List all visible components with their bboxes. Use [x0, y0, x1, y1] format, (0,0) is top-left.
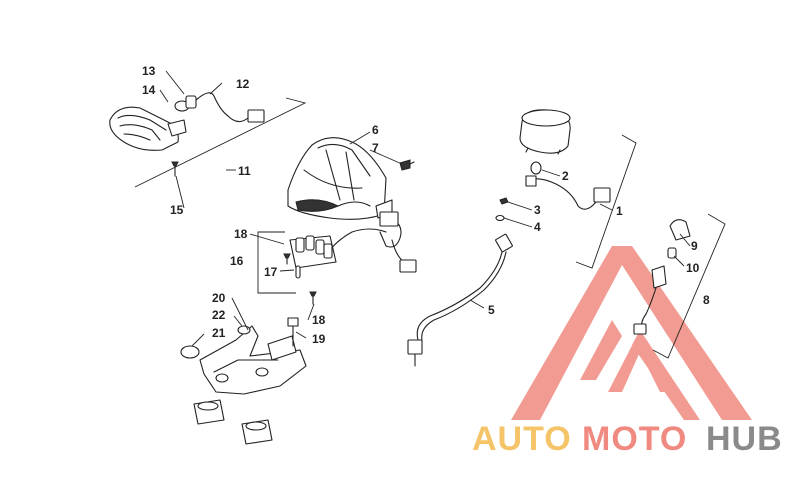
callout-labels: 1 2 3 4 5 6 7 8 9 10 11 12 13 14 15 16 1…	[142, 64, 710, 346]
gauge-plug	[593, 187, 611, 203]
tail-light-connector	[247, 109, 265, 123]
callout-22: 22	[212, 308, 226, 322]
bracket-assembly	[180, 291, 317, 445]
tail-light-housing	[109, 106, 187, 151]
watermark-moto: MOTO	[582, 420, 687, 458]
logo-big-triangle	[511, 246, 752, 420]
pin-17	[295, 265, 301, 279]
group-8-bracket	[652, 213, 726, 359]
callout-13: 13	[142, 64, 156, 78]
bulb-10	[667, 247, 677, 259]
headlight-cowl-group	[287, 131, 417, 273]
harness-plug	[399, 259, 417, 273]
screw-18b	[309, 291, 317, 305]
group-16-bracket	[257, 231, 296, 294]
callout-19: 19	[312, 332, 326, 346]
callout-16: 16	[230, 254, 244, 268]
callout-2: 2	[562, 169, 569, 183]
indicator-socket	[651, 265, 667, 289]
watermark-hub: HUB	[706, 420, 783, 458]
cushion-right	[241, 419, 273, 445]
speedo-cable-group	[407, 233, 513, 367]
switch-block-group	[249, 231, 337, 294]
callout-3: 3	[534, 203, 541, 217]
watermark-logo	[511, 246, 752, 420]
logo-left-wing	[580, 320, 622, 380]
mount-bracket	[199, 325, 307, 395]
cable-top-end	[495, 233, 513, 253]
callout-8: 8	[703, 293, 710, 307]
watermark-auto: AUTO	[472, 420, 572, 458]
screw-17	[283, 253, 291, 265]
screw-15	[171, 161, 179, 177]
screw-7	[399, 159, 415, 171]
callout-15: 15	[170, 203, 184, 217]
cowl-connector	[379, 211, 399, 227]
watermark-wordmark: AUTO MOTO HUB	[472, 420, 783, 458]
headlight-cowl	[287, 137, 393, 220]
callout-10: 10	[686, 261, 700, 275]
indicator-plug	[633, 323, 647, 335]
indicator-group	[633, 213, 726, 359]
washer-4	[495, 214, 505, 222]
speedo-cable	[416, 251, 503, 341]
bolt-19	[287, 317, 299, 347]
speedometer-gauge	[519, 109, 571, 155]
callout-20: 20	[212, 291, 226, 305]
nut-3	[499, 197, 509, 205]
callout-1: 1	[616, 204, 623, 218]
tail-light-wire	[195, 92, 249, 123]
cushion-left	[193, 399, 225, 425]
callout-7: 7	[372, 141, 379, 155]
callout-11: 11	[238, 164, 251, 178]
lens-9	[669, 219, 691, 241]
gauge-harness	[525, 178, 597, 210]
callout-18-bottom: 18	[312, 313, 326, 327]
gauge-group	[495, 109, 637, 269]
callout-9: 9	[691, 239, 698, 253]
tail-light-group	[109, 70, 307, 209]
callout-12: 12	[236, 77, 250, 91]
gauge-connector	[525, 175, 537, 187]
switch-block	[289, 235, 337, 269]
group-11-bracket	[134, 97, 307, 188]
grommet-21	[180, 345, 200, 359]
gauge-bulb-2	[530, 161, 542, 175]
harness-wire	[325, 228, 387, 257]
washer-22	[237, 325, 251, 335]
callout-4: 4	[534, 220, 541, 234]
callout-6: 6	[372, 123, 379, 137]
logo-right-arm	[632, 330, 700, 420]
bulb-socket	[174, 95, 197, 112]
callout-14: 14	[142, 83, 156, 97]
callout-21: 21	[212, 326, 226, 340]
callout-5: 5	[488, 303, 495, 317]
cable-bottom-end	[407, 339, 423, 367]
group-1-bracket	[575, 134, 637, 269]
callout-18-top: 18	[234, 227, 248, 241]
callout-17: 17	[264, 265, 278, 279]
